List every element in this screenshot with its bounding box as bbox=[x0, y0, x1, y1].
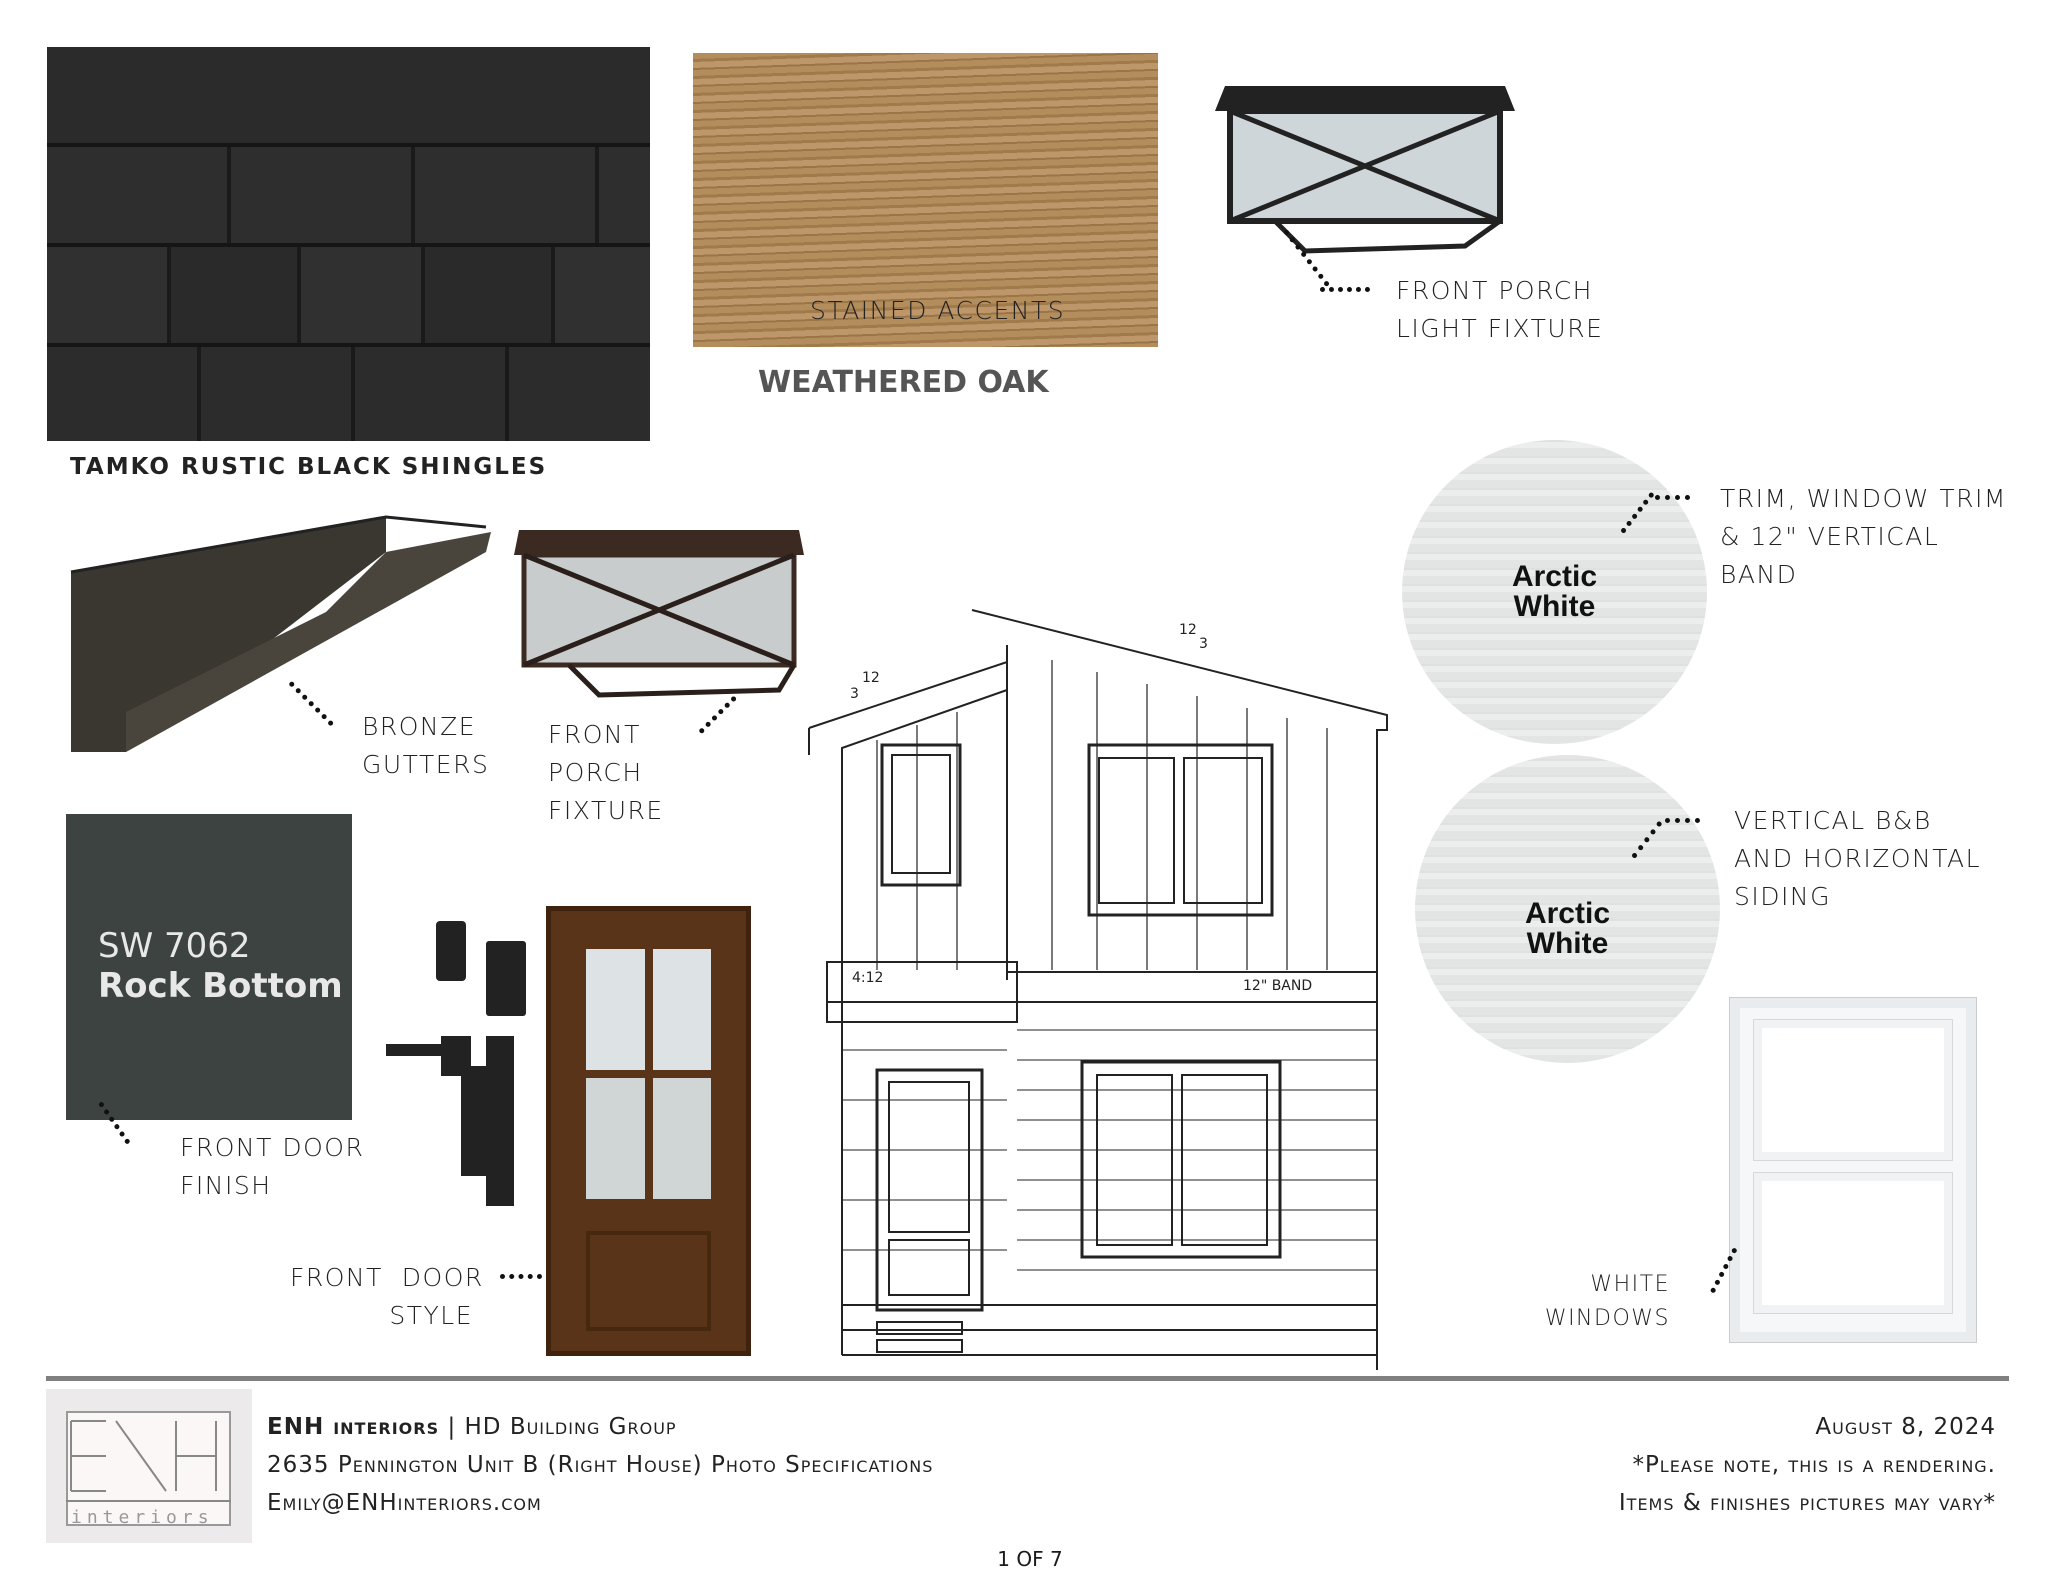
company-name: ENH interiors bbox=[267, 1414, 440, 1440]
trim-color-swatch: Arctic White bbox=[1402, 440, 1707, 744]
shingles-label: TAMKO RUSTIC BLACK SHINGLES bbox=[70, 454, 548, 480]
pitch-right-rise: 3 bbox=[1199, 636, 1208, 652]
client-name: | HD Building Group bbox=[447, 1414, 677, 1440]
porch-light-image bbox=[1215, 86, 1515, 254]
pointer-dots bbox=[500, 1274, 542, 1279]
weathered-oak-swatch bbox=[693, 53, 1158, 347]
band-label: 12" BAND bbox=[1243, 978, 1312, 994]
siding-color-swatch: Arctic White bbox=[1415, 755, 1720, 1063]
porch-light-label: FRONT PORCH LIGHT FIXTURE bbox=[1396, 276, 1604, 343]
pitch-right-run: 12 bbox=[1179, 622, 1197, 638]
stained-accents-label: STAINED ACCENTS bbox=[810, 296, 1066, 325]
paint-name: Rock Bottom bbox=[98, 966, 343, 1006]
rock-bottom-paint-swatch: SW 7062 Rock Bottom bbox=[66, 814, 352, 1120]
siding-label: VERTICAL B&B AND HORIZONTAL SIDING bbox=[1734, 806, 1982, 911]
door-finish-label: FRONT DOOR FINISH bbox=[180, 1133, 365, 1200]
pitch-left-rise: 3 bbox=[850, 686, 859, 702]
roof-shingles-image bbox=[47, 47, 650, 441]
footer-divider bbox=[46, 1376, 2009, 1381]
front-door-image bbox=[546, 906, 751, 1356]
weathered-oak-label: WEATHERED OAK bbox=[758, 365, 1049, 400]
rendering-note-1: *Please note, this is a rendering. bbox=[1632, 1452, 1996, 1478]
pointer-dots bbox=[1665, 818, 1700, 823]
document-date: August 8, 2024 bbox=[1815, 1414, 1996, 1440]
windows-label: WHITE WINDOWS bbox=[1544, 1272, 1670, 1331]
page-number: 1 OF 7 bbox=[997, 1547, 1063, 1571]
enh-logo: interiors bbox=[46, 1389, 252, 1543]
house-elevation-drawing: 12 3 12 3 4:12 12" BAND bbox=[808, 609, 1388, 1370]
paint-code: SW 7062 bbox=[98, 926, 251, 966]
white-window-image bbox=[1730, 998, 1976, 1342]
project-title: 2635 Pennington Unit B (Right House) Pho… bbox=[267, 1452, 934, 1478]
door-hardware-image bbox=[386, 921, 526, 1206]
door-style-label: FRONT DOOR STYLE bbox=[290, 1263, 484, 1330]
trim-swatch-name: Arctic White bbox=[1511, 560, 1598, 623]
siding-swatch-name: Arctic White bbox=[1524, 897, 1611, 960]
pointer-dots bbox=[1320, 287, 1370, 292]
porch-fixture-image bbox=[514, 530, 804, 698]
bronze-gutter-image bbox=[70, 515, 491, 752]
pitch-left-run: 12 bbox=[862, 670, 880, 686]
footer-line-1: ENH interiors | HD Building Group bbox=[267, 1414, 677, 1440]
gutters-label: BRONZE GUTTERS bbox=[362, 712, 490, 779]
porch-fixture-label: FRONT PORCH FIXTURE bbox=[548, 720, 664, 825]
rendering-note-2: Items & finishes pictures may vary* bbox=[1618, 1490, 1996, 1516]
porch-pitch-label: 4:12 bbox=[852, 970, 883, 986]
email-link[interactable]: Emily@ENHinteriors.com bbox=[267, 1490, 542, 1516]
pointer-dots bbox=[1655, 495, 1690, 500]
trim-label: TRIM, WINDOW TRIM & 12" VERTICAL BAND bbox=[1720, 484, 2007, 589]
